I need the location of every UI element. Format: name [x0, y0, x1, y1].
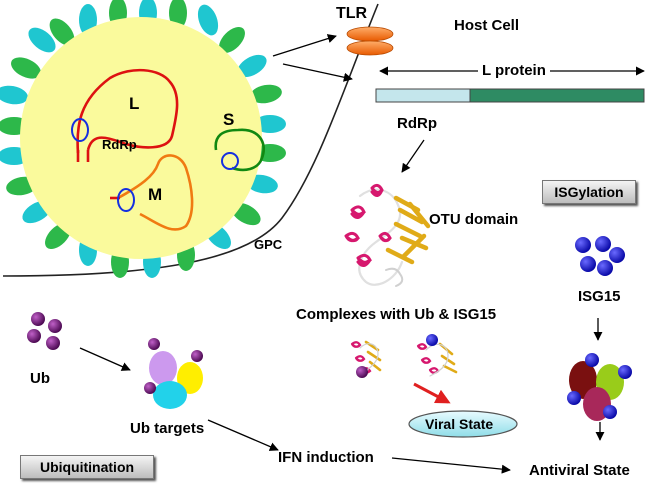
s-segment-rdrp-circle	[221, 152, 239, 170]
l-protein-label: L protein	[478, 63, 550, 78]
ub-targets-complex	[144, 338, 203, 409]
rdrp-to-otu-arrow	[401, 139, 425, 173]
isg15-label: ISG15	[578, 288, 621, 305]
ub-to-targets-arrow	[79, 347, 131, 371]
tlr-receptor	[346, 26, 394, 56]
l-segment-rdrp-circle	[71, 118, 89, 142]
ifn-induction-label: IFN induction	[278, 449, 374, 466]
otu-domain-label: OTU domain	[429, 211, 519, 228]
ub-spheres	[27, 312, 62, 350]
otu-isg15-complex	[416, 334, 458, 377]
isgylation-box: ISGylation	[542, 180, 636, 204]
otu-ub-complex	[350, 340, 382, 378]
otu-domain-structure	[344, 183, 431, 287]
complex-to-viral-state-arrow	[413, 382, 451, 404]
ub-targets-label: Ub targets	[130, 420, 205, 437]
l-protein-bar-light	[375, 88, 471, 103]
virion-to-host-arrow	[282, 63, 353, 82]
viral-state-label: Viral State	[425, 416, 494, 432]
tlr-label: TLR	[336, 5, 368, 22]
antiviral-state-label: Antiviral State	[529, 462, 630, 479]
targets-to-ifn-arrow	[207, 419, 279, 451]
m-segment	[117, 154, 194, 231]
isg15-spheres	[575, 236, 625, 276]
complexes-label: Complexes with Ub & ISG15	[296, 306, 497, 323]
ub-label: Ub	[30, 370, 50, 387]
virion-to-tlr-arrow	[272, 34, 337, 57]
virion-body	[20, 17, 262, 259]
segment-m-label: M	[148, 185, 163, 204]
l-segment	[76, 68, 179, 154]
viral-state-ellipse	[408, 410, 518, 438]
ubiquitination-box: Ubiquitination	[20, 455, 154, 479]
s-segment	[214, 128, 265, 172]
host-cell-label: Host Cell	[454, 17, 520, 34]
segment-s-label: S	[223, 110, 235, 129]
ifn-to-antiviral-arrow	[391, 457, 511, 474]
rdrp-virion-label: RdRp	[102, 137, 137, 152]
isgylated-target-complex	[567, 353, 632, 421]
gpc-label: GPC	[254, 237, 283, 252]
segment-l-label: L	[129, 94, 140, 113]
m-segment-rdrp-circle	[117, 188, 135, 212]
l-protein-bar-dark	[469, 88, 645, 103]
rdrp-protein-label: RdRp	[397, 115, 437, 132]
